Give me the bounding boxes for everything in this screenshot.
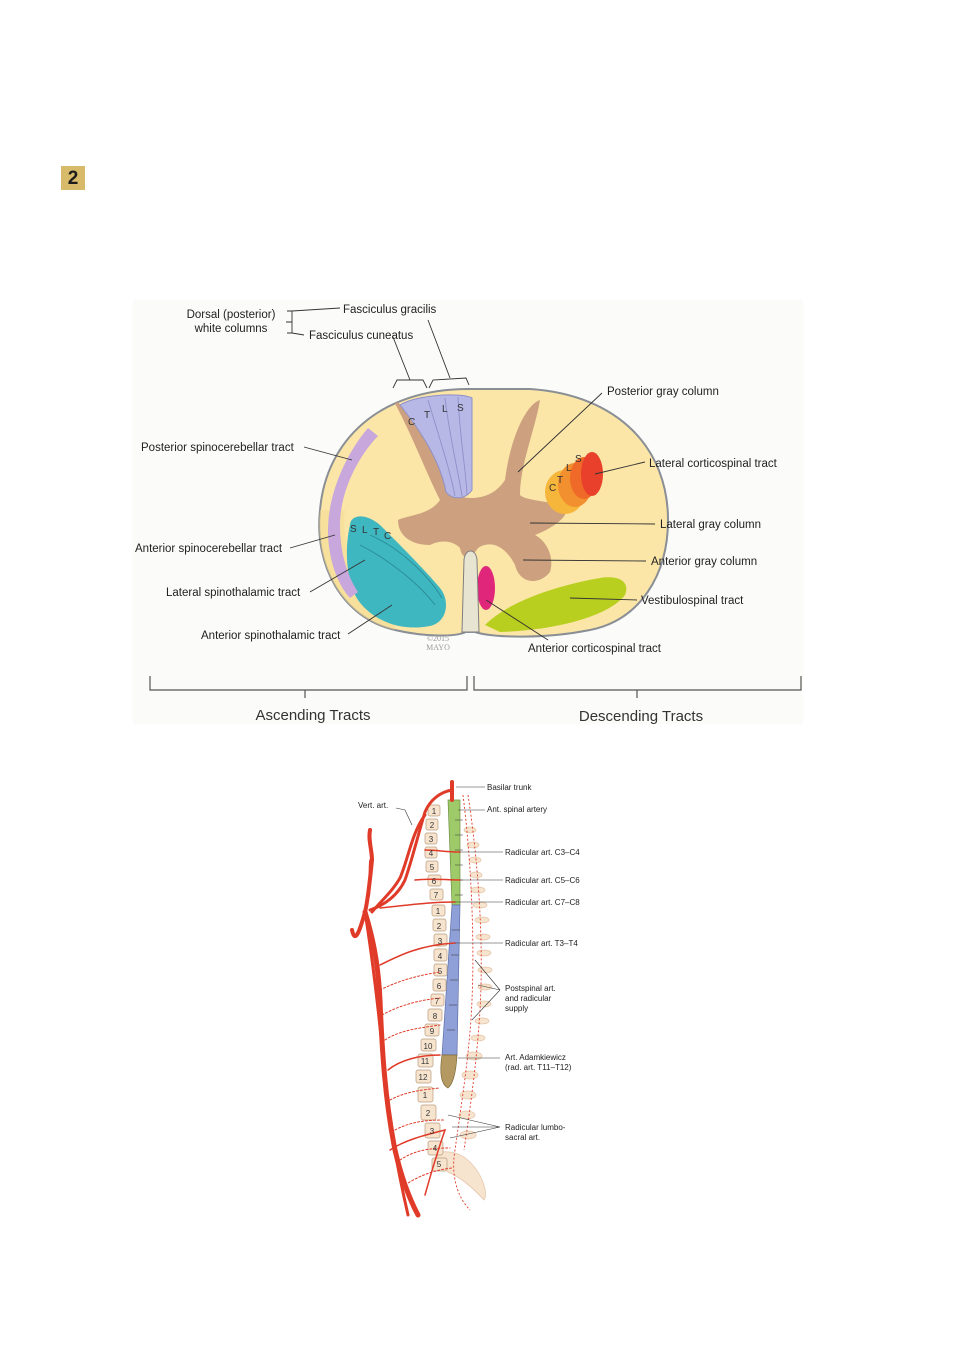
posterior-gray-column-label: Posterior gray column — [607, 386, 719, 398]
spine-blood-supply: 1 2 3 4 5 6 7 1 2 3 4 5 6 7 8 9 10 11 12… — [350, 780, 493, 1218]
anterior-spinocerebellar-label: Anterior spinocerebellar tract — [135, 543, 283, 555]
radicular-c3-c4-label: Radicular art. C3–C4 — [505, 848, 580, 857]
spinal-cord-cross-section: C T L S S L T C C T L S ©2015 MAYO — [318, 388, 670, 652]
vertebra-c7: 7 — [434, 891, 439, 900]
spinothalamic-letter-s: S — [350, 524, 357, 535]
corticospinal-letter-l: L — [566, 463, 572, 474]
anterior-gray-column-label: Anterior gray column — [651, 556, 757, 568]
dorsal-letter-c: C — [408, 417, 415, 428]
vertebra-c5: 5 — [430, 863, 435, 872]
blood-supply-panel — [348, 775, 588, 1222]
vestibulospinal-tract — [485, 577, 627, 632]
vertebra-t2: 2 — [437, 922, 442, 931]
lumbosacral-label-1: Radicular lumbo- — [505, 1123, 566, 1132]
vertebra-c6: 6 — [432, 877, 437, 886]
lateral-spinothalamic-label: Lateral spinothalamic tract — [166, 587, 301, 599]
descending-tracts-label: Descending Tracts — [579, 708, 703, 725]
copyright-mayo: MAYO — [426, 643, 450, 652]
spinothalamic-tract — [346, 516, 446, 628]
vertebra-t8: 8 — [433, 1012, 438, 1021]
corticospinal-letter-s: S — [575, 454, 582, 465]
dorsal-columns — [399, 394, 473, 499]
vertebra-t7: 7 — [435, 997, 440, 1006]
dorsal-columns-label-1: Dorsal (posterior) — [187, 309, 276, 321]
lumbosacral-label-2: sacral art. — [505, 1133, 540, 1142]
basilar-trunk-label: Basilar trunk — [487, 783, 532, 792]
posterior-spinocerebellar-label: Posterior spinocerebellar tract — [141, 442, 295, 454]
adamkiewicz-label-1: Art. Adamkiewicz — [505, 1053, 566, 1062]
adamkiewicz-label-2: (rad. art. T11–T12) — [505, 1063, 572, 1072]
postspinal-label-2: and radicular — [505, 994, 552, 1003]
vestibulospinal-label: Vestibulospinal tract — [641, 595, 744, 607]
radicular-c7-c8-label: Radicular art. C7–C8 — [505, 898, 580, 907]
vertebra-t5: 5 — [438, 967, 443, 976]
radicular-c5-c6-label: Radicular art. C5–C6 — [505, 876, 580, 885]
vertebra-l4: 4 — [433, 1144, 438, 1153]
vertebra-c4: 4 — [429, 849, 434, 858]
spinocerebellar-tract — [328, 428, 378, 598]
vert-art-label: Vert. art. — [358, 801, 388, 810]
vertebra-t1: 1 — [436, 907, 441, 916]
vertebra-t12: 12 — [419, 1073, 428, 1082]
vertebra-c1: 1 — [432, 807, 437, 816]
vertebra-t4: 4 — [438, 952, 443, 961]
fasciculus-cuneatus-label: Fasciculus cuneatus — [309, 330, 413, 342]
dorsal-letter-s: S — [457, 403, 464, 414]
vertebra-l5: 5 — [437, 1160, 442, 1169]
lateral-corticospinal-label: Lateral corticospinal tract — [649, 458, 778, 470]
fasciculus-gracilis-label: Fasciculus gracilis — [343, 304, 437, 316]
corticospinal-letter-t: T — [557, 475, 563, 486]
vertebra-l3: 3 — [430, 1127, 435, 1136]
vertebra-t10: 10 — [424, 1042, 433, 1051]
vertebra-l1: 1 — [423, 1091, 428, 1100]
spinothalamic-letter-t: T — [373, 527, 379, 538]
radicular-t3-t4-label: Radicular art. T3–T4 — [505, 939, 578, 948]
vertebra-c2: 2 — [430, 821, 435, 830]
vertebra-l2: 2 — [426, 1109, 431, 1118]
vertebra-c3: 3 — [429, 835, 434, 844]
vertebra-t11: 11 — [421, 1057, 430, 1066]
ascending-tracts-label: Ascending Tracts — [255, 707, 370, 724]
postspinal-label-1: Postspinal art. — [505, 984, 556, 993]
dorsal-letter-l: L — [442, 404, 448, 415]
lateral-gray-column-label: Lateral gray column — [660, 519, 761, 531]
corticospinal-letter-c: C — [549, 483, 556, 494]
ant-spinal-artery-label: Ant. spinal artery — [487, 805, 547, 814]
vertebra-t6: 6 — [437, 982, 442, 991]
vertebra-t3: 3 — [438, 937, 443, 946]
dorsal-columns-label-2: white columns — [194, 323, 268, 335]
anterior-corticospinal-tract — [477, 566, 495, 610]
postspinal-label-3: supply — [505, 1004, 528, 1013]
anterior-spinothalamic-label: Anterior spinothalamic tract — [201, 630, 341, 642]
anterior-corticospinal-label: Anterior corticospinal tract — [528, 643, 662, 655]
vertebra-t9: 9 — [430, 1027, 435, 1036]
spinothalamic-letter-c: C — [384, 531, 391, 542]
section-number-badge: 2 — [61, 166, 85, 190]
copyright-year: ©2015 — [427, 634, 449, 643]
lumbar-cord-segment — [440, 1054, 458, 1089]
lateral-corticospinal-tract — [545, 452, 603, 514]
spinothalamic-letter-l: L — [362, 525, 368, 536]
dorsal-letter-t: T — [424, 410, 430, 421]
gray-matter — [392, 398, 566, 582]
